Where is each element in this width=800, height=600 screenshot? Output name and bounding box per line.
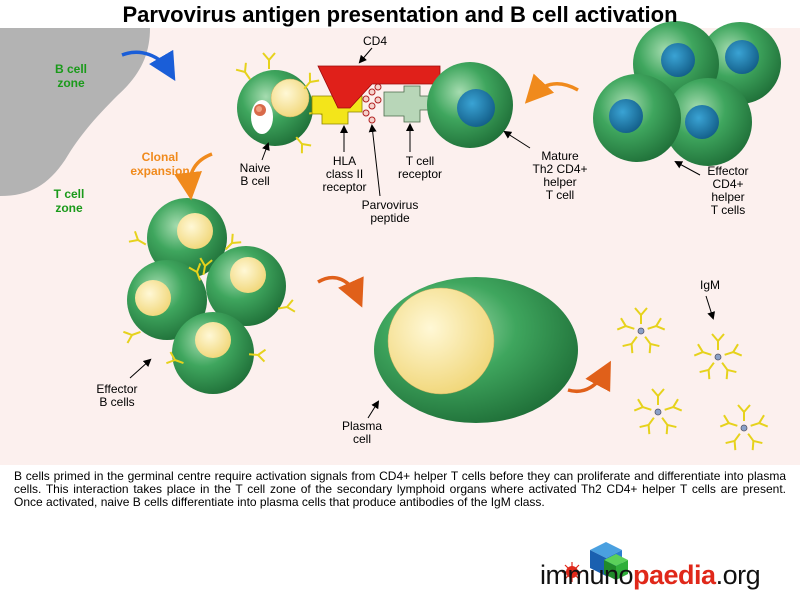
tcr-label: T cell receptor bbox=[397, 154, 443, 181]
immunopaedia-logo-graphic bbox=[562, 542, 628, 582]
cd4-molecule bbox=[317, 65, 441, 109]
igm-antibodies bbox=[617, 308, 767, 450]
naive-b-cell-pointer bbox=[261, 142, 270, 161]
effector-b-cells-cluster bbox=[122, 198, 296, 394]
effector-t-pointer bbox=[674, 161, 701, 176]
immunopaedia-logo-text: immunopaedia.org bbox=[540, 560, 761, 591]
effector-b-cells-label: Effector B cells bbox=[96, 382, 138, 409]
clonal-expansion-label: Clonal expansion bbox=[130, 150, 190, 178]
naive-b-cell-label: Naive B cell bbox=[239, 161, 271, 188]
differentiation-arrow bbox=[317, 276, 364, 308]
peptide-pointer bbox=[368, 124, 381, 197]
mature-th2-t-cell bbox=[427, 62, 513, 148]
logo-part-immuno: immuno bbox=[540, 560, 634, 590]
cd4-label: CD4 bbox=[362, 34, 387, 48]
t-cell-zone-label: T cell zone bbox=[53, 187, 85, 215]
plasma-cell-pointer bbox=[367, 400, 380, 419]
igm-label: IgM bbox=[699, 278, 720, 292]
activation-arrow bbox=[524, 73, 579, 104]
effector-t-cells-label: Effector CD4+ helper T cells bbox=[707, 164, 749, 217]
hla-label: HLA class II receptor bbox=[322, 154, 367, 194]
logo-part-paedia: paedia bbox=[633, 560, 716, 590]
t-cell-receptor bbox=[383, 85, 433, 123]
naive-b-cell bbox=[235, 52, 327, 155]
logo-part-org: .org bbox=[715, 560, 761, 590]
clonal-expansion-arrow bbox=[174, 152, 213, 201]
diagram-title: Parvovirus antigen presentation and B ce… bbox=[122, 2, 678, 27]
effector-t-cells-cluster bbox=[593, 21, 781, 166]
mature-th2-pointer bbox=[503, 130, 531, 149]
cd4-pointer bbox=[358, 47, 373, 64]
peptide-label: Parvovirus peptide bbox=[361, 198, 419, 225]
plasma-cell-label: Plasma cell bbox=[341, 419, 382, 446]
igm-pointer bbox=[705, 295, 715, 320]
mature-th2-label: Mature Th2 CD4+ helper T cell bbox=[532, 149, 588, 202]
secretion-arrow bbox=[567, 360, 611, 393]
plasma-cell bbox=[374, 277, 578, 423]
b-cell-zone-label: B cell zone bbox=[54, 62, 87, 90]
effector-b-pointer bbox=[129, 358, 152, 379]
blue-arrow bbox=[121, 49, 176, 82]
caption-text: B cells primed in the germinal centre re… bbox=[14, 469, 786, 509]
b-cell-zone-region bbox=[0, 28, 150, 196]
